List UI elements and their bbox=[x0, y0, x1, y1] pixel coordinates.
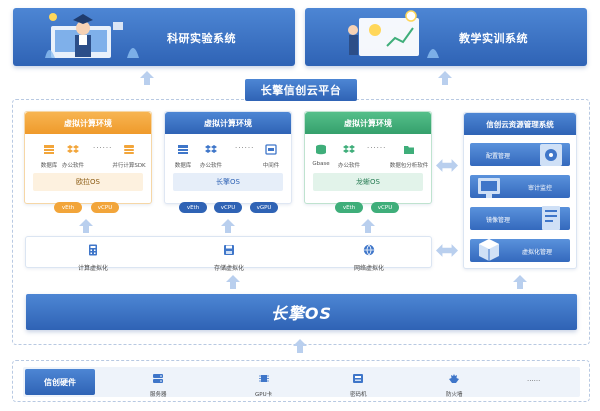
tag-veth: vEth bbox=[335, 202, 363, 213]
researcher-illustration bbox=[45, 13, 139, 58]
app-parallel-sdk: 并行计算SDK bbox=[107, 140, 151, 169]
app-office: 办公软件 bbox=[327, 140, 371, 169]
double-arrow-icon bbox=[436, 244, 458, 257]
research-system-label: 科研实验系统 bbox=[167, 32, 236, 45]
env-1-title: 虚拟计算环境 bbox=[25, 112, 151, 134]
arrow-up-icon bbox=[360, 218, 376, 234]
env-3-title: 虚拟计算环境 bbox=[305, 112, 431, 134]
hardware-bar bbox=[23, 367, 580, 397]
hw-server: 服务器 bbox=[150, 369, 167, 398]
network-virtualization: 网络虚拟化 bbox=[354, 241, 384, 272]
arrow-up-icon bbox=[139, 70, 155, 86]
mgmt-virtualization: 虚拟化管理 bbox=[470, 239, 570, 262]
save-disk-icon bbox=[224, 245, 234, 255]
safe-icon bbox=[540, 144, 562, 166]
more-dots: ...... bbox=[367, 142, 387, 150]
env-3-os: 龙蜥OS bbox=[313, 173, 423, 191]
chip-icon bbox=[258, 375, 269, 382]
hw-more-dots: ...... bbox=[527, 375, 541, 383]
mgmt-config: 配置管理 bbox=[470, 143, 570, 166]
mgmt-audit: 审计监控 bbox=[470, 175, 570, 198]
research-system-box: 科研实验系统 bbox=[13, 8, 295, 66]
arrow-up-icon bbox=[220, 218, 236, 234]
hw-firewall: 防火墙 bbox=[446, 369, 463, 398]
dropbox-icon bbox=[205, 145, 217, 153]
image-doc-icon bbox=[542, 206, 560, 230]
app-packet-analysis: 数据包分析软件 bbox=[387, 140, 431, 169]
virtual-env-3: 虚拟计算环境 Gbase 办公软件 ...... 数据包分析软件 龙蜥OS bbox=[304, 111, 432, 204]
tag-vcpu: vCPU bbox=[91, 202, 119, 213]
virtual-env-2: 虚拟计算环境 数据库 办公软件 ...... 中间件 长擎OS bbox=[164, 111, 292, 204]
dropbox-icon bbox=[67, 145, 79, 153]
teaching-system-label: 教学实训系统 bbox=[459, 32, 528, 45]
arrow-up-icon bbox=[437, 70, 453, 86]
tag-vcpu: vCPU bbox=[371, 202, 399, 213]
arrow-up-icon bbox=[78, 218, 94, 234]
calculator-icon bbox=[89, 244, 97, 256]
tag-veth: vEth bbox=[54, 202, 82, 213]
more-dots: ...... bbox=[93, 142, 113, 150]
env-1-os: 欧拉OS bbox=[33, 173, 143, 191]
tag-vcpu: vCPU bbox=[214, 202, 242, 213]
app-office: 办公软件 bbox=[51, 140, 95, 169]
firewall-icon bbox=[449, 374, 460, 383]
double-arrow-icon bbox=[436, 159, 458, 172]
arrow-up-icon bbox=[292, 338, 308, 354]
os-bar-label: 长擎OS bbox=[270, 304, 333, 323]
hardware-title: 信创硬件 bbox=[25, 369, 95, 395]
globe-icon bbox=[363, 244, 375, 256]
env-2-os: 长擎OS bbox=[173, 173, 283, 191]
arrow-up-icon bbox=[512, 274, 528, 290]
app-database: 数据库 bbox=[27, 140, 71, 169]
arrow-up-icon bbox=[225, 274, 241, 290]
dropbox-icon bbox=[343, 145, 355, 153]
platform-title: 长擎信创云平台 bbox=[245, 79, 357, 101]
virtualization-row: 计算虚拟化 存储虚拟化 网络虚拟化 bbox=[25, 236, 432, 272]
server-icon bbox=[153, 374, 164, 383]
database-icon bbox=[44, 145, 54, 154]
app-database: 数据库 bbox=[161, 140, 205, 169]
compute-virtualization: 计算虚拟化 bbox=[78, 241, 108, 272]
database-icon bbox=[178, 145, 188, 154]
tag-veth: vEth bbox=[179, 202, 207, 213]
teaching-system-box: 教学实训系统 bbox=[305, 8, 587, 66]
monitor-icon bbox=[478, 178, 500, 198]
resource-management-panel: 信创云资源管理系统 配置管理 审计监控 镜像管理 虚拟化管理 bbox=[463, 112, 577, 269]
app-gbase: Gbase bbox=[299, 140, 343, 167]
mgmt-title: 信创云资源管理系统 bbox=[464, 113, 576, 135]
teacher-illustration bbox=[348, 10, 439, 58]
mgmt-image: 镜像管理 bbox=[470, 206, 570, 230]
tag-vgpu: vGPU bbox=[250, 202, 278, 213]
middleware-icon bbox=[265, 144, 277, 155]
folder-icon bbox=[404, 146, 414, 154]
storage-virtualization: 存储虚拟化 bbox=[214, 241, 244, 272]
hw-crypto: 密码机 bbox=[350, 369, 367, 398]
hardware-frame bbox=[12, 360, 590, 402]
virtual-env-1: 虚拟计算环境 数据库 办公软件 ...... 并行计算SDK 欧拉OS bbox=[24, 111, 152, 204]
app-office: 办公软件 bbox=[189, 140, 233, 169]
server-stack-icon bbox=[124, 145, 134, 154]
os-bar: 长擎OS bbox=[26, 294, 577, 330]
hw-gpu: GPU卡 bbox=[255, 369, 272, 398]
app-middleware: 中间件 bbox=[249, 140, 293, 169]
env-2-title: 虚拟计算环境 bbox=[165, 112, 291, 134]
more-dots: ...... bbox=[235, 142, 255, 150]
database-icon bbox=[316, 144, 326, 155]
crypto-machine-icon bbox=[353, 374, 364, 383]
cube-icon bbox=[479, 239, 499, 261]
